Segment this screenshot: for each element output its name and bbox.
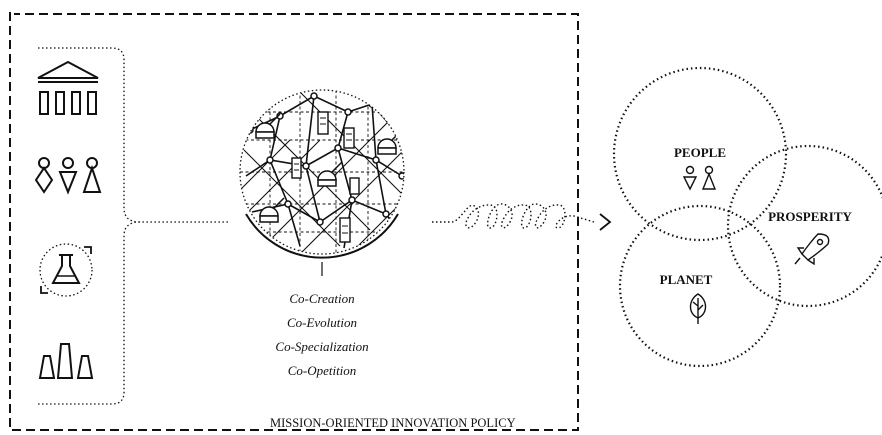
prosperity-circle <box>728 146 882 306</box>
people-label: PEOPLE <box>674 145 726 160</box>
rocket-icon <box>795 234 829 264</box>
institution-icon <box>38 62 98 114</box>
industry-icon <box>40 344 92 378</box>
people-icon <box>36 158 100 192</box>
policy-frame-caption: MISSION-ORIENTED INNOVATION POLICY <box>270 416 516 430</box>
process-item: Co-Creation <box>289 291 354 306</box>
prosperity-label: PROSPERITY <box>768 209 852 224</box>
actors-bracket <box>38 48 230 404</box>
smart-city-network-icon <box>240 90 405 276</box>
arrow-head <box>600 214 610 230</box>
planet-label: PLANET <box>660 272 713 287</box>
science-flask-icon <box>40 244 92 296</box>
process-item: Co-Evolution <box>287 315 357 330</box>
process-item: Co-Opetition <box>288 363 357 378</box>
people-outcome-icon <box>684 167 715 190</box>
process-item: Co-Specialization <box>275 339 368 354</box>
leaf-icon <box>691 294 706 324</box>
spiral-arrow <box>432 204 594 228</box>
process-list: Co-Creation Co-Evolution Co-Specializati… <box>275 291 368 378</box>
